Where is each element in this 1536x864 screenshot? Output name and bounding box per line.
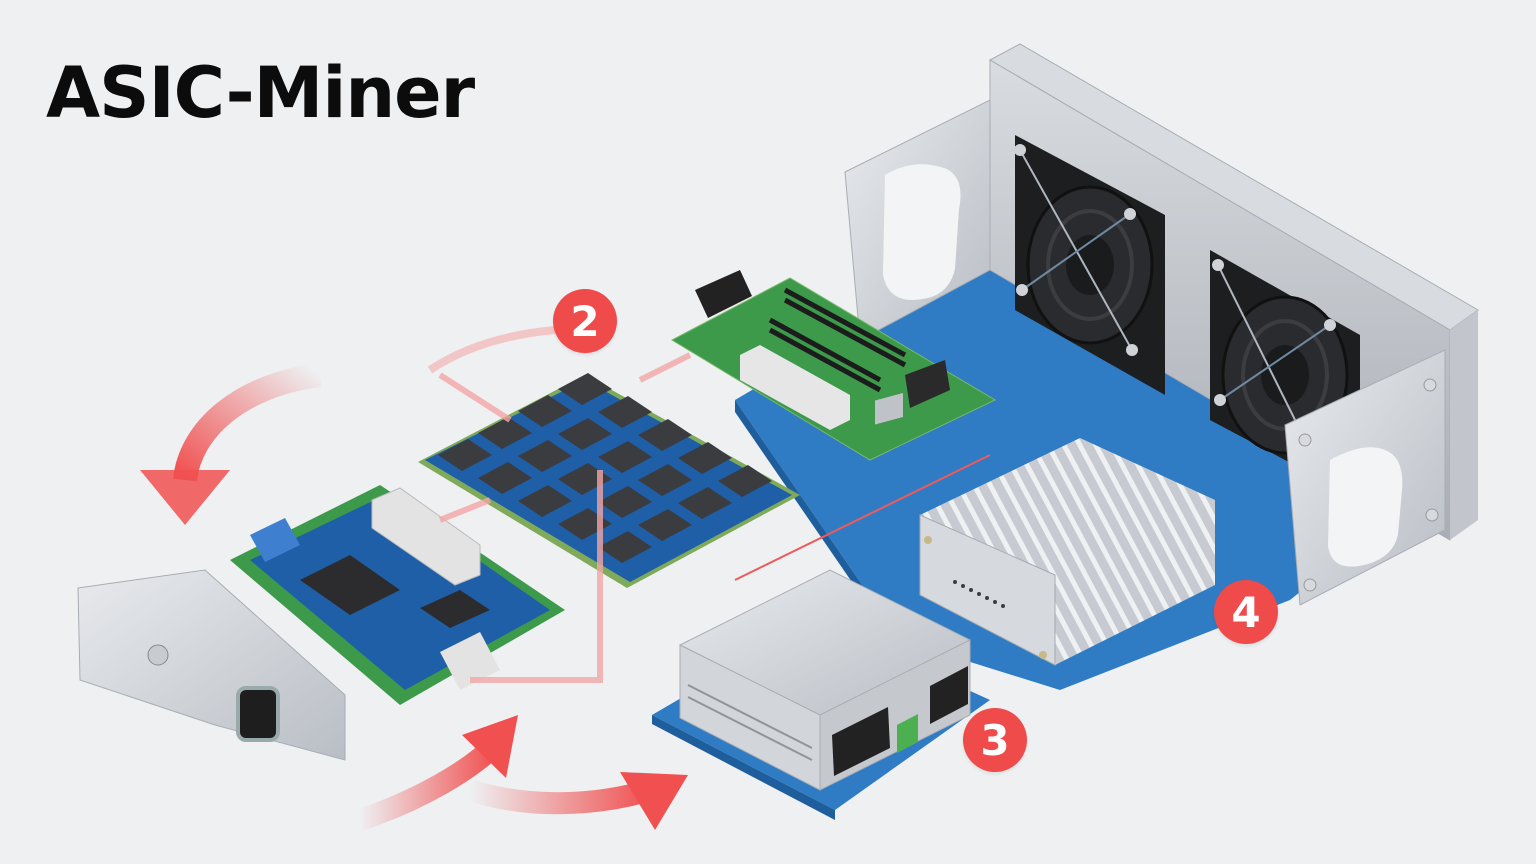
callout-badge-2: 2: [553, 289, 617, 353]
heatsink: [919, 438, 1215, 666]
cooling-fan-1: [1014, 135, 1165, 395]
flow-arrow-2: [356, 715, 518, 831]
page-title: ASIC-Miner: [46, 52, 475, 134]
io-board: [670, 270, 997, 461]
control-board: [77, 485, 565, 761]
asic-chips: [438, 373, 772, 563]
ac-inlet-icon: [832, 707, 890, 776]
flow-arrow-3: [466, 772, 688, 830]
flow-arrow-1: [140, 363, 322, 525]
power-supply: [652, 569, 990, 820]
hashboard: [418, 373, 800, 588]
callout-badge-4: 4: [1214, 580, 1278, 644]
dc-output-icon: [930, 666, 968, 724]
guide-lines: [438, 352, 692, 683]
callout-badge-3: 3: [963, 708, 1027, 772]
callout-2-leader: [427, 326, 556, 374]
guide-lines-thin: [734, 454, 991, 581]
